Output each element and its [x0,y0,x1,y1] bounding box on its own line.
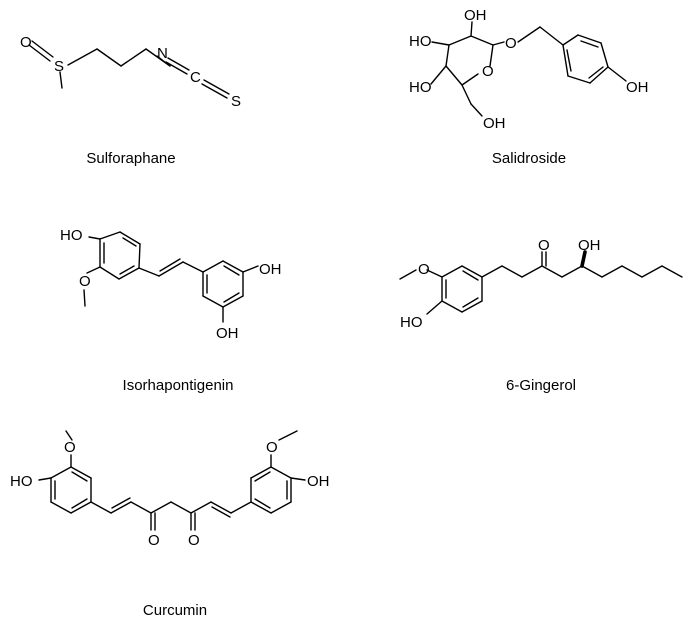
caption-6-gingerol: 6-Gingerol [505,377,577,394]
caption-salidroside: Salidroside [491,150,567,167]
atom-label: OH [464,7,487,24]
atom-label: O [538,237,550,254]
atom-label: O [64,439,76,456]
caption-sulforaphane: Sulforaphane [86,150,176,167]
atom-label: HO [400,314,423,331]
atom-label: O [266,439,278,456]
atom-label: OH [216,325,239,342]
atom-label: O [148,532,160,549]
atom-label: O [79,273,91,290]
atom-label: C [190,69,201,86]
structure-salidroside: OH HO O HO O OH OH [409,7,649,132]
atom-label: HO [60,227,83,244]
atom-label: O [188,532,200,549]
atom-label: O [482,63,494,80]
structure-sulforaphane: O S N C S [20,34,241,110]
atom-label: S [231,93,241,110]
caption-curcumin: Curcumin [142,602,208,619]
structure-6-gingerol: O OH O HO [399,237,683,331]
atom-label: HO [409,79,432,96]
atom-label: HO [10,473,33,490]
atom-label: OH [307,473,330,490]
atom-label: OH [578,237,601,254]
atom-label: S [54,58,64,75]
atom-label: OH [483,115,506,132]
atom-label: HO [409,33,432,50]
structure-curcumin: O HO O OH O O [10,430,330,549]
atom-label: O [20,34,32,51]
atom-label: N [157,45,168,62]
atom-label: OH [626,79,649,96]
atom-label: O [505,35,517,52]
atom-label: O [418,261,430,278]
structure-isorhapontigenin: HO O OH OH [60,227,282,342]
atom-label: OH [259,261,282,278]
caption-isorhapontigenin: Isorhapontigenin [122,377,234,394]
